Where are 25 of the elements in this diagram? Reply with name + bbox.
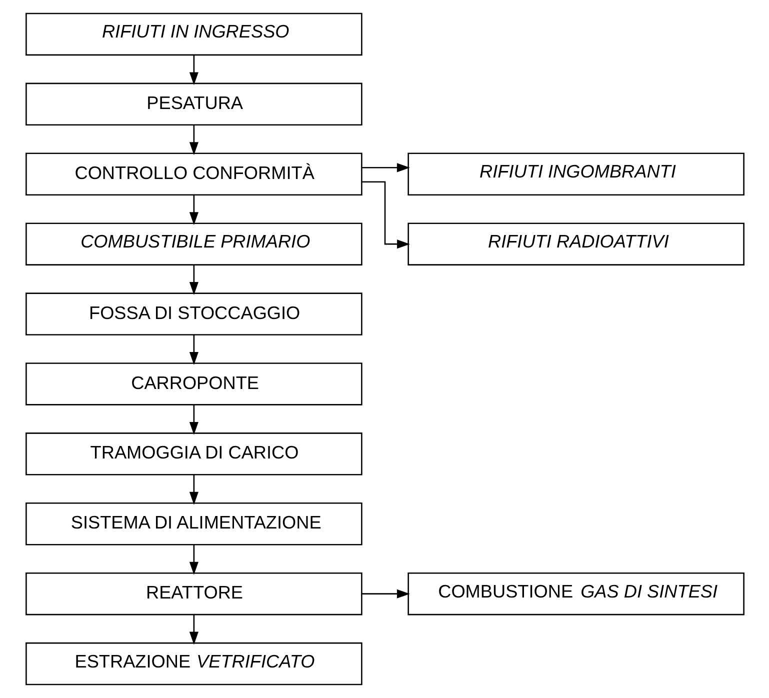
node-box: COMBUSTIONE GAS DI SINTESI bbox=[407, 572, 744, 616]
arrow bbox=[188, 125, 198, 156]
arrow bbox=[188, 265, 198, 296]
node-box: SISTEMA DI ALIMENTAZIONE bbox=[25, 502, 362, 546]
arrow bbox=[188, 404, 198, 435]
arrow bbox=[362, 163, 410, 172]
arrow bbox=[188, 195, 198, 226]
arrow bbox=[362, 589, 410, 598]
node-box: TRAMOGGIA DI CARICO bbox=[25, 432, 362, 476]
node-box: RIFIUTI RADIOATTIVI bbox=[407, 222, 744, 266]
node-box: CARROPONTE bbox=[25, 362, 362, 406]
node-box: REATTORE bbox=[25, 572, 362, 616]
arrow bbox=[188, 55, 198, 86]
arrow bbox=[361, 181, 410, 249]
node-box: RIFIUTI IN INGRESSO bbox=[25, 12, 362, 56]
node-box: COMBUSTIBILE PRIMARIO bbox=[25, 222, 362, 266]
node-box: CONTROLLO CONFORMITÀ bbox=[25, 152, 362, 196]
node-box: FOSSA DI STOCCAGGIO bbox=[25, 292, 362, 336]
arrow bbox=[188, 614, 198, 645]
arrow bbox=[188, 544, 198, 575]
node-box: RIFIUTI INGOMBRANTI bbox=[407, 152, 744, 196]
arrow bbox=[188, 335, 198, 365]
arrow bbox=[188, 474, 198, 505]
node-box: ESTRAZIONE VETRIFICATO bbox=[25, 642, 362, 686]
node-box: PESATURA bbox=[25, 82, 362, 126]
